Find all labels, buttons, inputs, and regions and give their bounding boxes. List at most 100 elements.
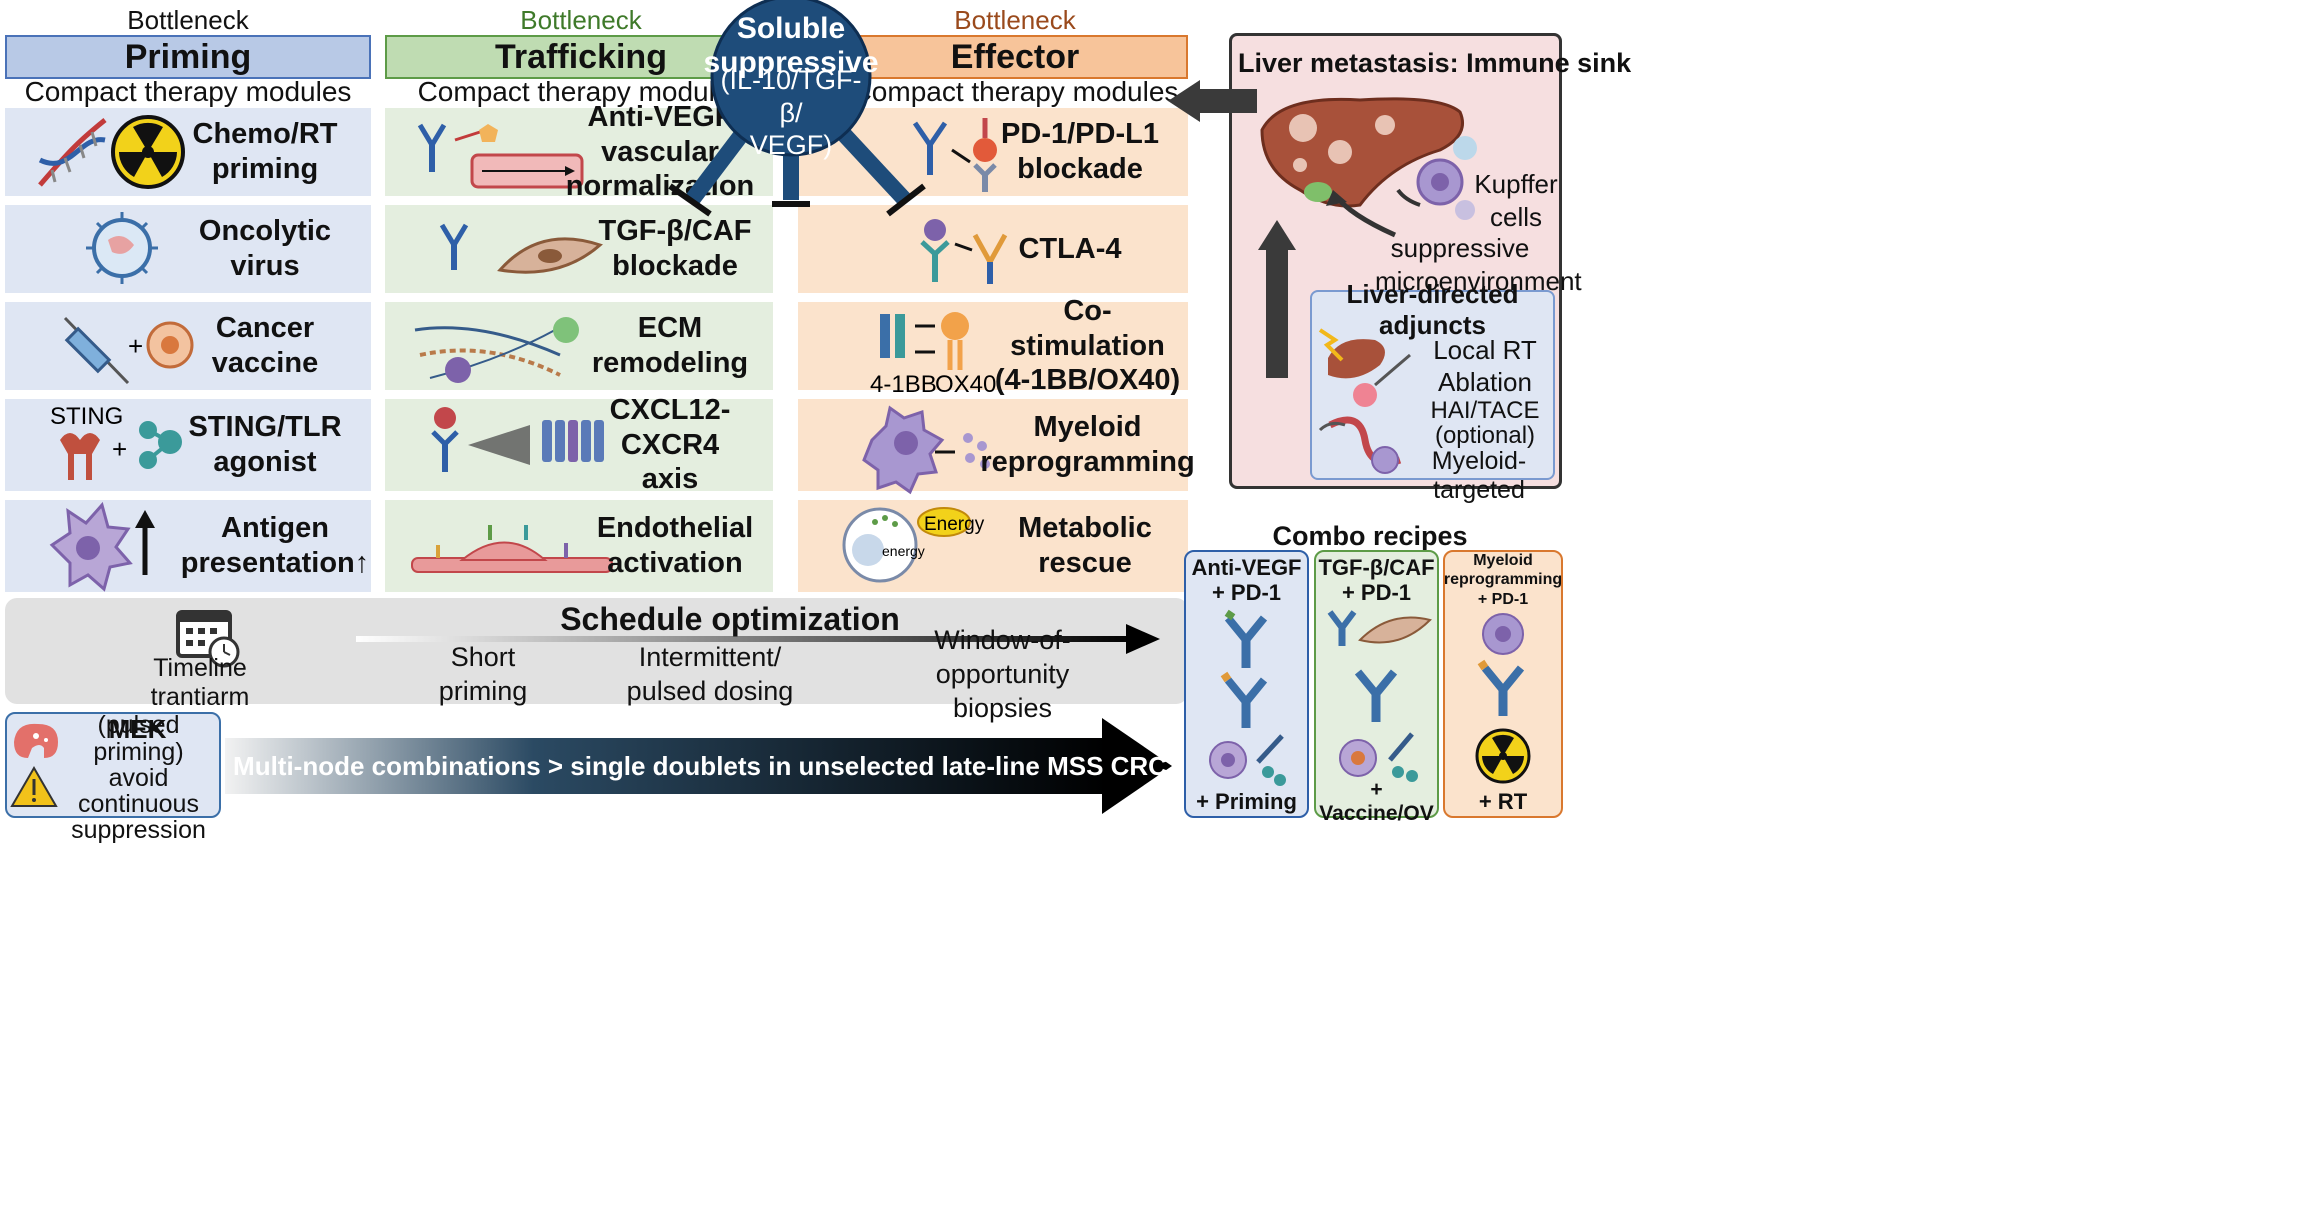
schedule-arrow [356,624,1160,654]
inhibit-arm-left [668,125,752,217]
plus-sign: + [112,434,127,464]
antibody-icon [912,121,971,175]
plus-sign: + [128,331,143,361]
effector-module-label: Co-stimulation (4-1BB/OX40) [994,294,1181,397]
effector-module-label: Myeloid reprogramming [980,411,1195,478]
myeloid-cell-icon [1482,613,1524,655]
calendar-icon [176,610,240,668]
adjuncts-title: Liver-directed adjuncts [1310,279,1555,340]
effector-module-label: PD-1/PD-L1 blockade [1001,118,1159,185]
multi-node-arrow [225,718,1172,814]
fibroblast-icon [497,237,603,274]
trafficking-module-label: TGF-β/CAF blockade [598,215,752,282]
effector-header: Effector [842,35,1188,79]
effector-bottleneck-label: Bottleneck [954,4,1076,35]
adjunct-item: Myeloid-targeted [1431,447,1527,504]
cxcr4-ligand-icon [431,407,530,472]
energy-bubble-label: Energy [924,514,985,535]
gpcr-receptor-icon [542,420,604,462]
antibody-icon [417,123,447,172]
antibody-icon [1477,659,1525,716]
mek-text: (pulsed priming) avoid continuous suppre… [71,712,206,845]
priming-module-label: Oncolytic virus [198,215,332,282]
kupffer-cell-icon [1416,136,1477,220]
mek-title: MEK [108,713,167,744]
effector-module-panel [798,399,1188,491]
timeline-label: Timeline trantiarm [150,654,250,711]
combo-card [1184,550,1309,818]
effector-subtitle: Compact therapy modules [851,76,1179,107]
virus-icon [86,212,158,284]
syringe-icon [63,316,130,385]
priming-module-label: Cancer vaccine [211,312,319,379]
antibody-icon [1224,609,1268,668]
tlr-agonist-icon [139,421,182,469]
syringe-icon [1256,734,1286,786]
adjunct-item: HAI/TACE (optional) [1430,397,1540,450]
combo-title: Combo recipes [1272,520,1468,551]
adjunct-item: Ablation [1438,367,1532,397]
liver-adjuncts-box [1310,290,1555,480]
endothelium-icon [411,525,613,573]
schedule-title: Schedule optimization [560,600,900,637]
costim-receptors-icon [880,312,969,370]
trafficking-bottleneck-label: Bottleneck [520,4,642,35]
trafficking-module-label: Endothelial activation [596,512,754,579]
local-rt-icon [1318,328,1385,379]
combo-card-bottom: + RT [1478,789,1528,814]
ablation-icon [1353,353,1411,407]
mek-inhibitor-icon [14,723,58,758]
left-arrow-icon [1168,80,1257,122]
up-arrow-icon [1258,220,1296,378]
curved-arrow-icon [1326,188,1421,238]
priming-bottleneck-label: Bottleneck [127,4,249,35]
antibody-icon [1327,610,1357,646]
trafficking-module-label: Anti-VEGF vascular normalization [565,100,755,203]
pd1-receptor-icon [973,118,997,192]
soluble-suppressive-circle [710,0,872,157]
sting-label: STING [50,403,123,430]
trafficking-module-label: CXCL12- CXCR4 axis [609,393,731,496]
antibody-icon [1220,671,1268,728]
combo-card-bottom: + Vaccine/OV [1319,778,1434,825]
schedule-item: Short priming [438,642,528,706]
energy-small-label: energy [882,543,925,559]
blood-vessel-icon [470,153,584,189]
soluble-title: Soluble suppressive [703,12,879,79]
effector-module-label: Metabolic rescue [1018,512,1152,579]
priming-module-label: STING/TLR agonist [188,411,342,478]
combo-card-top: Myeloid reprogramming + PD-1 [1443,552,1563,608]
fibroblast-icon [1358,616,1432,644]
trafficking-module-panel [385,500,773,592]
metabolism-cell-icon [842,507,971,583]
combo-card-bottom: + Priming [1196,789,1297,814]
dna-icon [38,118,107,187]
ox40-label: OX40 [935,371,996,398]
dendritic-cell-icon [49,501,133,592]
inhibit-arm-right [834,124,926,217]
inhibit-vegf-icon [454,124,498,142]
trafficking-header: Trafficking [385,35,777,79]
dendritic-cell-icon [1339,739,1377,777]
myeloid-cell-icon [862,405,990,495]
ctla4-icon [920,219,1008,284]
combo-card-top: TGF-β/CAF + PD-1 [1318,554,1435,605]
4-1bb-label: 4-1BB [870,371,937,398]
trafficking-subtitle: Compact therapy modules [417,76,745,107]
priming-module-panel [5,205,371,293]
trafficking-module-label: ECM remodeling [591,312,749,379]
dendritic-cell-icon [1209,741,1247,779]
priming-module-label: Chemo/RT priming [192,118,338,185]
combo-card-top: Anti-VEGF + PD-1 [1191,554,1302,605]
schedule-item: Window-of-opportunity biopsies [934,625,1071,723]
tumor-cell-icon [146,321,194,369]
liver-icon [1260,97,1464,208]
effector-module-label: CTLA-4 [1018,232,1122,265]
up-arrow-icon [135,510,155,575]
adjunct-item: Local RT [1433,335,1537,365]
antibody-icon [1354,669,1398,722]
antibody-icon [439,223,469,270]
liver-title: Liver metastasis: Immune sink [1238,48,1632,78]
effector-module-panel [798,302,1188,390]
multi-node-text: Multi-node combinations > single doublet… [233,750,1167,781]
